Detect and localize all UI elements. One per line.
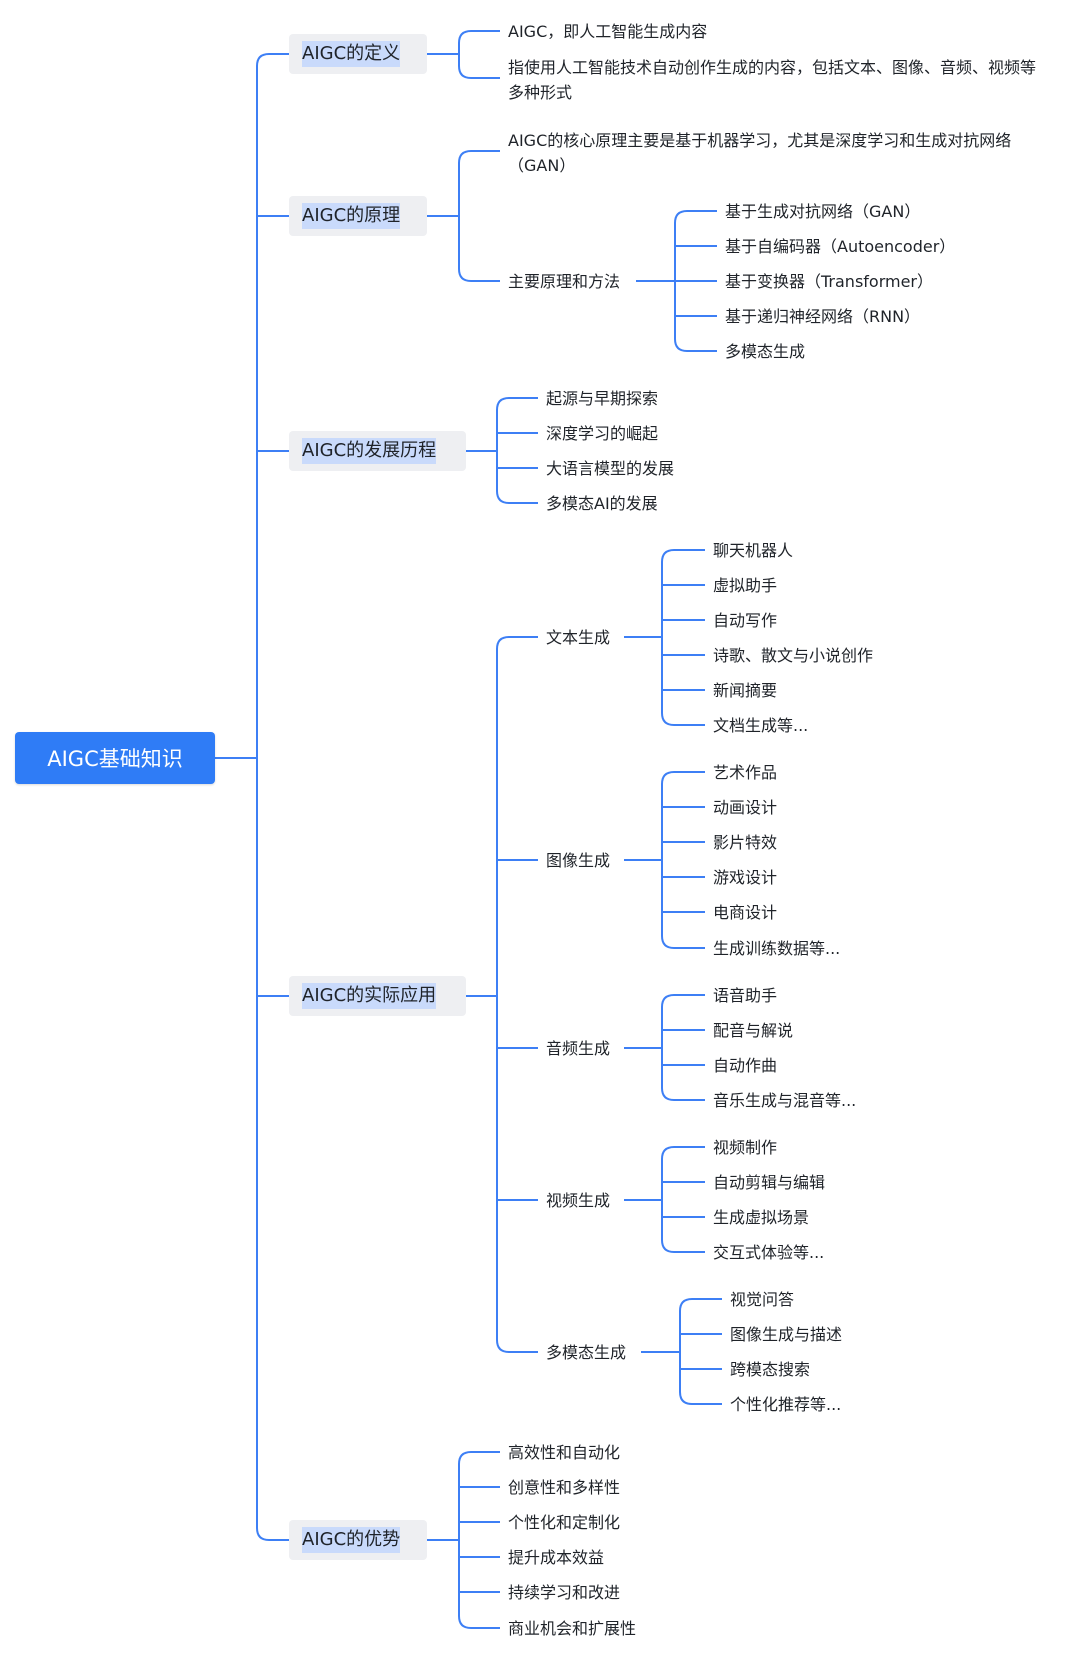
leaf-node[interactable]: 艺术作品 bbox=[713, 763, 778, 782]
leaf-node[interactable]: AIGC，即人工智能生成内容 bbox=[508, 22, 708, 41]
leaf-node[interactable]: 诗歌、散文与小说创作 bbox=[713, 646, 874, 665]
leaf-node[interactable]: 起源与早期探索 bbox=[546, 389, 659, 408]
leaf-node[interactable]: 深度学习的崛起 bbox=[546, 424, 659, 443]
leaf-node[interactable]: 多模态生成 bbox=[725, 342, 806, 361]
leaf-node[interactable]: 音乐生成与混音等... bbox=[713, 1091, 857, 1110]
leaf-node[interactable]: 配音与解说 bbox=[713, 1021, 794, 1040]
sub-topic-node[interactable]: 图像生成 bbox=[546, 851, 611, 870]
connector-line bbox=[256, 53, 289, 758]
leaf-node[interactable]: 动画设计 bbox=[713, 798, 778, 817]
branch-label: AIGC的定义 bbox=[302, 41, 401, 67]
leaf-node[interactable]: 电商设计 bbox=[713, 903, 778, 922]
connector-line bbox=[661, 1048, 705, 1101]
branch-label: AIGC的原理 bbox=[302, 203, 401, 229]
connector-line bbox=[458, 150, 500, 216]
branch-label: AIGC的发展历程 bbox=[302, 438, 437, 464]
leaf-node[interactable]: 自动剪辑与编辑 bbox=[713, 1173, 826, 1192]
connector-line bbox=[661, 994, 705, 1048]
branch-label: AIGC的实际应用 bbox=[302, 983, 437, 1009]
leaf-node[interactable]: 聊天机器人 bbox=[713, 541, 794, 560]
connector-line bbox=[458, 1540, 500, 1629]
connector-line bbox=[458, 54, 500, 79]
connector-line bbox=[496, 636, 538, 996]
leaf-node[interactable]: 新闻摘要 bbox=[713, 681, 778, 700]
leaf-node[interactable]: 语音助手 bbox=[713, 986, 778, 1005]
leaf-node[interactable]: 自动写作 bbox=[713, 611, 778, 630]
leaf-node[interactable]: 生成虚拟场景 bbox=[713, 1208, 810, 1227]
connector-line bbox=[679, 1298, 722, 1352]
connector-line bbox=[674, 281, 717, 352]
connector-line bbox=[661, 1146, 705, 1200]
leaf-node[interactable]: 商业机会和扩展性 bbox=[508, 1619, 637, 1638]
leaf-node[interactable]: 生成训练数据等... bbox=[713, 939, 841, 958]
sub-topic-node[interactable]: 多模态生成 bbox=[546, 1343, 627, 1362]
leaf-node[interactable]: 视频制作 bbox=[713, 1138, 778, 1157]
branch-label: AIGC的优势 bbox=[302, 1527, 401, 1553]
leaf-node[interactable]: 持续学习和改进 bbox=[508, 1583, 621, 1602]
connector-line bbox=[256, 758, 289, 1541]
branch-node[interactable]: AIGC的实际应用 bbox=[289, 976, 466, 1016]
leaf-node[interactable]: AIGC的核心原理主要是基于机器学习，尤其是深度学习和生成对抗网络（GAN） bbox=[508, 131, 1012, 175]
connector-line bbox=[661, 637, 705, 726]
connector-line bbox=[661, 860, 705, 949]
branch-node[interactable]: AIGC的原理 bbox=[289, 196, 427, 236]
leaf-node[interactable]: 文档生成等... bbox=[713, 716, 809, 735]
leaf-node[interactable]: 游戏设计 bbox=[713, 868, 778, 887]
connector-line bbox=[458, 216, 500, 282]
leaf-node[interactable]: 基于自编码器（Autoencoder） bbox=[725, 237, 956, 256]
connector-line bbox=[661, 1200, 705, 1253]
connector-line bbox=[458, 30, 500, 54]
root-node[interactable]: AIGC基础知识 bbox=[15, 732, 215, 784]
leaf-node[interactable]: 基于变换器（Transformer） bbox=[725, 272, 934, 291]
leaf-node[interactable]: 基于生成对抗网络（GAN） bbox=[725, 202, 921, 221]
sub-topic-node[interactable]: 视频生成 bbox=[546, 1191, 611, 1210]
leaf-node[interactable]: 大语言模型的发展 bbox=[546, 459, 675, 478]
sub-topic-node[interactable]: 音频生成 bbox=[546, 1039, 611, 1058]
leaf-node[interactable]: 指使用人工智能技术自动创作生成的内容，包括文本、图像、音频、视频等多种形式 bbox=[508, 58, 1037, 102]
leaf-node[interactable]: 虚拟助手 bbox=[713, 576, 778, 595]
leaf-node[interactable]: 个性化和定制化 bbox=[508, 1513, 621, 1532]
branch-node[interactable]: AIGC的定义 bbox=[289, 34, 427, 74]
leaf-node[interactable]: 高效性和自动化 bbox=[508, 1443, 621, 1462]
branch-node[interactable]: AIGC的发展历程 bbox=[289, 431, 466, 471]
leaf-node[interactable]: 提升成本效益 bbox=[508, 1548, 605, 1567]
sub-topic-node[interactable]: 文本生成 bbox=[546, 628, 611, 647]
leaf-node[interactable]: 图像生成与描述 bbox=[730, 1325, 843, 1344]
connector-line bbox=[496, 397, 538, 451]
leaf-node[interactable]: 视觉问答 bbox=[730, 1290, 795, 1309]
leaf-node[interactable]: 交互式体验等... bbox=[713, 1243, 825, 1262]
connector-line bbox=[674, 210, 717, 281]
connector-line bbox=[661, 771, 705, 860]
leaf-node[interactable]: 自动作曲 bbox=[713, 1056, 778, 1075]
leaf-node[interactable]: 个性化推荐等... bbox=[730, 1395, 842, 1414]
sub-topic-node[interactable]: 主要原理和方法 bbox=[508, 272, 621, 291]
connector-line bbox=[458, 1451, 500, 1540]
connector-line bbox=[496, 996, 538, 1353]
leaf-node[interactable]: 影片特效 bbox=[713, 833, 778, 852]
leaf-node[interactable]: 多模态AI的发展 bbox=[546, 494, 658, 513]
branch-node[interactable]: AIGC的优势 bbox=[289, 1520, 427, 1560]
connector-line bbox=[496, 451, 538, 504]
leaf-node[interactable]: 创意性和多样性 bbox=[508, 1478, 621, 1497]
leaf-node[interactable]: 基于递归神经网络（RNN） bbox=[725, 307, 921, 326]
connector-line bbox=[661, 549, 705, 637]
connector-line bbox=[679, 1352, 722, 1405]
leaf-node[interactable]: 跨模态搜索 bbox=[730, 1360, 811, 1379]
